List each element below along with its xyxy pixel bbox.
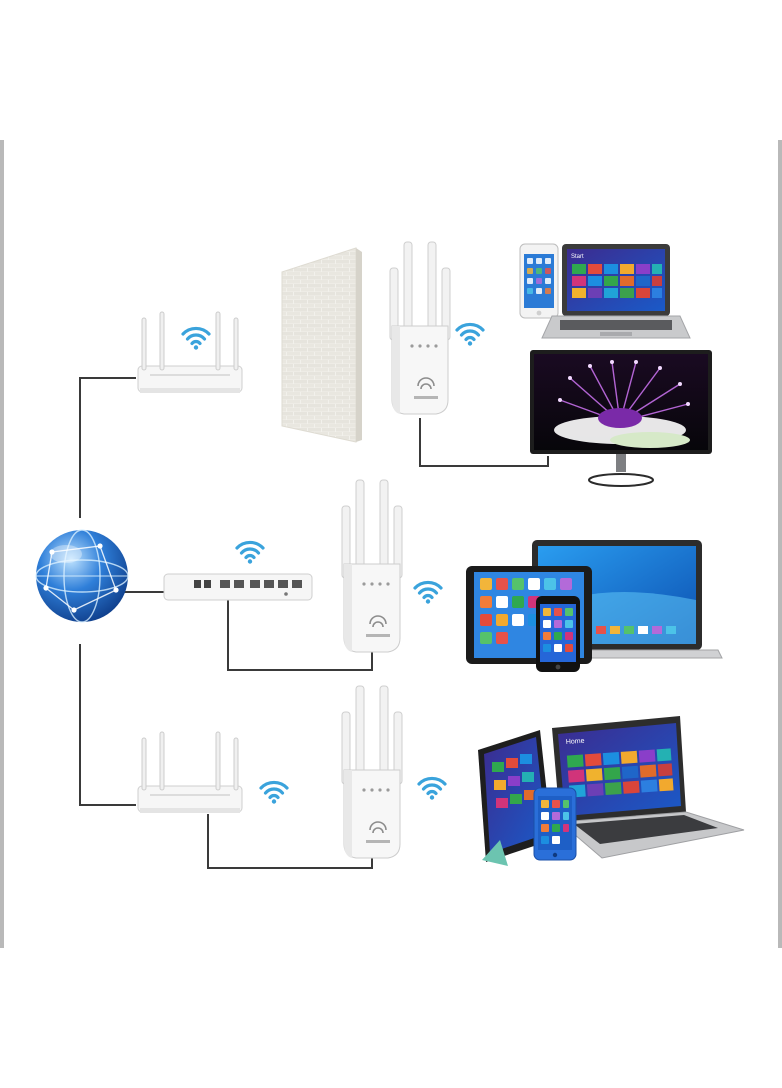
repeater-icon: [389, 241, 451, 415]
wifi-icon: [417, 776, 447, 802]
monitor-icon: [530, 350, 712, 487]
brick-wall-icon: [281, 247, 362, 443]
diagram-frame: Start: [0, 140, 782, 948]
router-icon: [137, 731, 243, 814]
router-icon: [137, 311, 243, 394]
cable-modem-to-repeater: [227, 598, 373, 671]
wifi-icon: [455, 322, 485, 348]
laptop-screen-label: Start: [571, 254, 584, 260]
smartphone-icon: [519, 243, 559, 319]
repeater-icon: [341, 685, 403, 859]
cable-globe-to-router-top: [79, 377, 136, 518]
laptop-icon: Home: [552, 716, 745, 859]
frame-left-border: [0, 140, 4, 948]
laptop-screen-label: Home: [566, 738, 585, 746]
modem-icon: [163, 573, 313, 601]
cable-repeater-to-monitor: [419, 418, 549, 467]
frame-right-border: [778, 140, 782, 948]
globe-icon: [35, 529, 129, 623]
repeater-icon: [341, 479, 403, 653]
smartphone-icon: [536, 596, 580, 672]
wifi-icon: [259, 780, 289, 806]
wifi-icon: [181, 326, 211, 352]
network-diagram: Start: [35, 241, 745, 869]
wifi-icon: [235, 540, 265, 566]
wifi-icon: [413, 580, 443, 606]
smartphone-icon: [533, 787, 577, 861]
cable-globe-to-router-bottom: [79, 644, 136, 806]
cable-router-to-repeater: [207, 814, 373, 869]
laptop-icon: Start: [541, 244, 691, 339]
